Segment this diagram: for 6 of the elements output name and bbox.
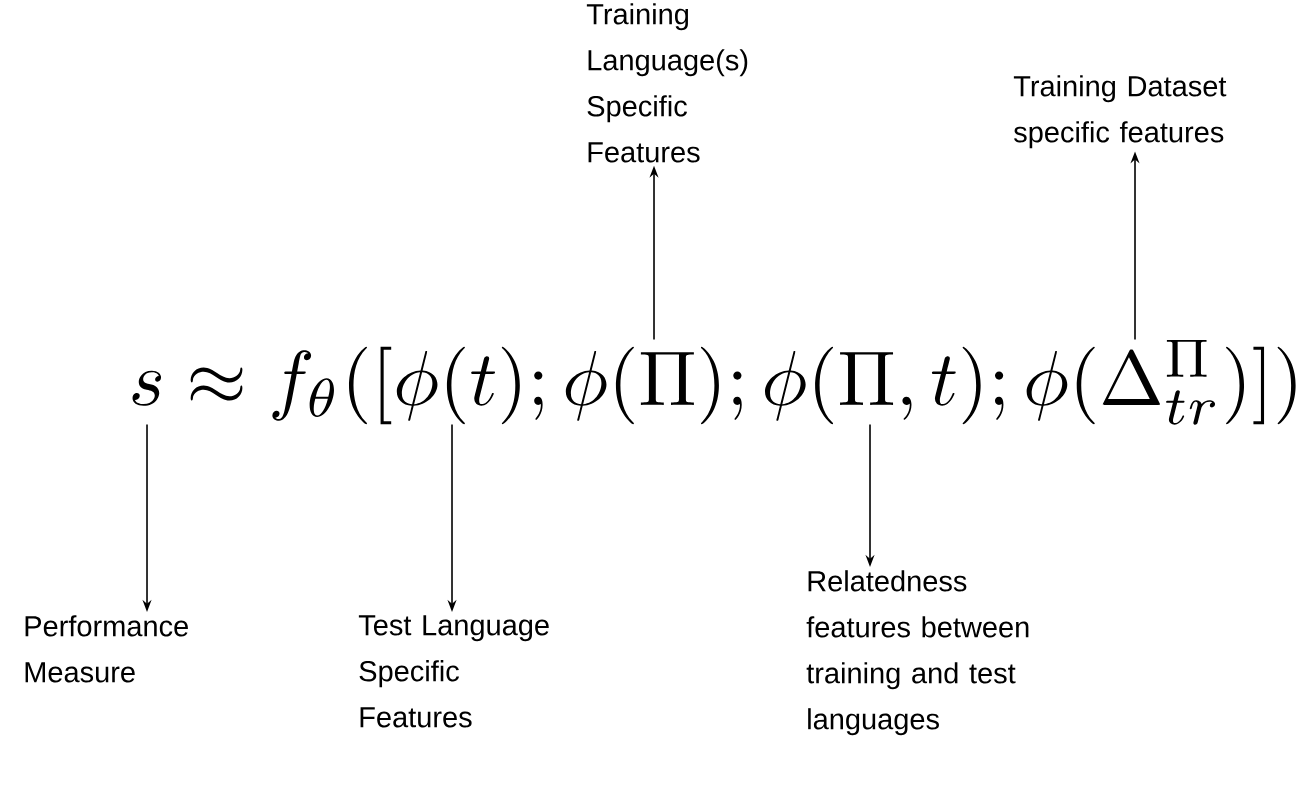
formula: $s \approx f_{\theta}([\phi(t);\phi(\Pi);\phi(\Pi,t);\phi(\Delta^{\Pi}_{tr})])$: [132, 339, 1296, 425]
annotation-text: Training Language(s) Specific Features: [586, 3, 748, 163]
annotation-text: Relatedness features between training and test languages: [806, 570, 1029, 736]
annotation-text: Performance Measure: [25, 615, 188, 683]
annotation-text: Test Language Specific Features: [358, 615, 549, 728]
annotation-text: Training Dataset specific features: [1013, 75, 1227, 149]
